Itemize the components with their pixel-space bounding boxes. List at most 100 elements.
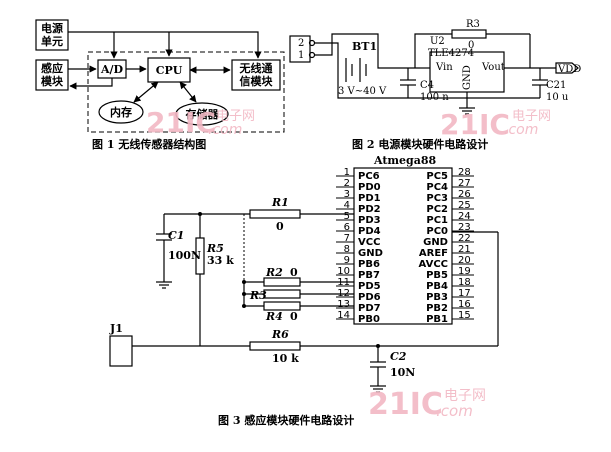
pin-name-pb1: PB1 <box>426 314 448 325</box>
battery-label: BT1 <box>352 40 377 53</box>
pin-number-8: 8 <box>344 244 350 255</box>
vdd-label: VDD <box>557 64 581 75</box>
pin-name-pb0: PB0 <box>358 314 380 325</box>
wireless-module-label-2: 信模块 <box>240 74 274 88</box>
c4-label: C4 <box>420 80 434 91</box>
storage-label: 存储器 <box>186 107 220 121</box>
figure2-power-circuit: 2 1 BT1 3 V~40 V C4 100 n U2 TLE4274 Vin… <box>289 19 581 151</box>
ad-converter-label: A/D <box>100 63 124 76</box>
r5-label: R5 <box>206 242 224 255</box>
power-unit-label-2: 单元 <box>41 34 63 48</box>
c1-label: C1 <box>168 229 184 242</box>
u2-part: TLE4274 <box>428 48 474 59</box>
pin-number-14: 14 <box>337 310 350 321</box>
vout-label: Vout <box>481 62 505 73</box>
pin-name-pd7: PD7 <box>358 303 381 314</box>
pin-name-gnd: GND <box>358 248 383 259</box>
pin-name-pc1: PC1 <box>426 215 448 226</box>
pin-number-4: 4 <box>344 200 350 211</box>
connector-pin-1-label: 1 <box>298 50 304 61</box>
j1-connector <box>109 335 133 367</box>
pin-number-20: 20 <box>458 255 471 266</box>
sensor-module-label-2: 模块 <box>41 74 64 88</box>
pin-number-13: 13 <box>337 299 350 310</box>
storage-block <box>175 102 229 126</box>
cpu-memory-line <box>133 81 159 103</box>
figure3-caption: 图 3 感应模块硬件电路设计 <box>218 413 354 427</box>
pin-name-pd2: PD2 <box>358 204 381 215</box>
r3-resistor <box>263 289 301 299</box>
r1-resistor <box>249 209 301 219</box>
r2-label: R2 <box>265 266 283 279</box>
pin-number-21: 21 <box>458 244 471 255</box>
cpu-label: CPU <box>156 64 183 77</box>
power-to-wireless-line <box>68 31 262 59</box>
power-positive-wire <box>314 33 420 69</box>
watermark-2: 21IC 电子网 .com <box>440 108 551 141</box>
u2-label: U2 <box>430 36 445 47</box>
pin-number-23: 23 <box>458 222 471 233</box>
pin-number-9: 9 <box>344 255 350 266</box>
pin-name-pb4: PB4 <box>426 281 448 292</box>
pin-number-22: 22 <box>458 233 471 244</box>
c1-value: 100N <box>168 249 201 262</box>
pin-number-19: 19 <box>458 266 471 277</box>
r1-value: 0 <box>276 220 284 233</box>
vin-label: Vin <box>435 62 453 73</box>
battery-range: 3 V~40 V <box>338 86 387 97</box>
pin-number-7: 7 <box>344 233 350 244</box>
r1-label: R1 <box>271 196 289 209</box>
watermark-brand-2: 21IC <box>440 108 510 141</box>
figure1-boundary <box>87 51 285 133</box>
watermark-brand-3: 21IC <box>368 387 443 422</box>
c2-value: 10N <box>390 366 415 379</box>
pin-number-24: 24 <box>458 211 471 222</box>
pin-name-pb3: PB3 <box>426 292 448 303</box>
r6-resistor <box>249 341 301 351</box>
watermark-1: 21IC 电子网 .com <box>146 106 255 139</box>
pin-name-pd4: PD4 <box>358 226 381 237</box>
power-negative-wire <box>314 42 418 99</box>
junction-r1-r5 <box>198 212 202 216</box>
pin-number-28: 28 <box>458 167 471 178</box>
pin-name-avcc: AVCC <box>419 259 448 270</box>
wireless-module-block <box>231 59 281 91</box>
r2-value: 0 <box>290 266 298 279</box>
cpu-storage-line <box>179 81 197 103</box>
pin-name-pd3: PD3 <box>358 215 381 226</box>
pin-name-pc6: PC6 <box>358 171 380 182</box>
watermark-domain-3: .com <box>436 402 473 420</box>
pin-number-25: 25 <box>458 200 471 211</box>
sensor-module-block <box>35 59 69 91</box>
r3-value: 0 <box>468 40 474 51</box>
pin-name-pd0: PD0 <box>358 182 381 193</box>
watermark-domain-1: .com <box>208 122 242 138</box>
sensor-module-label-1: 感应 <box>41 61 63 75</box>
c21-label: C21 <box>546 80 566 91</box>
watermark-3: 21IC 电子网 .com <box>368 387 486 422</box>
pin-name-pd5: PD5 <box>358 281 381 292</box>
pin-number-27: 27 <box>458 178 471 189</box>
pin-number-1: 1 <box>344 167 350 178</box>
c21-value: 10 u <box>546 92 569 103</box>
r6-label: R6 <box>271 328 289 341</box>
connector-pin-2-label: 2 <box>298 38 304 49</box>
pin-name-aref: AREF <box>419 248 448 259</box>
r4-label: R4 <box>265 310 283 323</box>
pin-number-10: 10 <box>337 266 350 277</box>
r3-power-resistor <box>451 29 487 39</box>
power-unit-label-1: 电源 <box>41 21 63 35</box>
pin-number-16: 16 <box>458 299 471 310</box>
figure2-caption: 图 2 电源模块硬件电路设计 <box>352 137 488 151</box>
pin-name-gnd: GND <box>423 237 448 248</box>
mcu-name: Atmega88 <box>373 154 437 167</box>
pin-number-26: 26 <box>458 189 471 200</box>
j1-label: J1 <box>109 322 123 335</box>
wireless-module-label-1: 无线通 <box>239 61 273 75</box>
watermark-brand-1: 21IC <box>146 106 216 139</box>
r6-value: 10 k <box>272 352 299 365</box>
pin-number-2: 2 <box>344 178 350 189</box>
r2-resistor <box>263 277 301 287</box>
